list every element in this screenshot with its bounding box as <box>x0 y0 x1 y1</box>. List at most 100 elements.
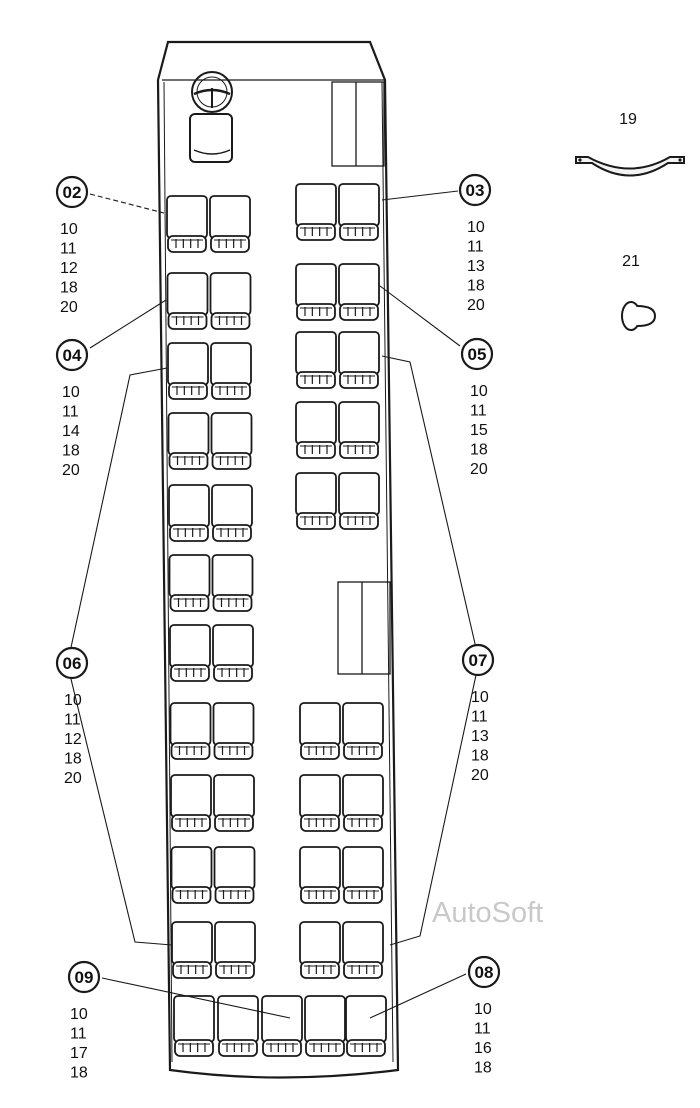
seat <box>170 774 212 832</box>
seat <box>170 846 213 904</box>
callout-circle <box>467 955 501 989</box>
callout-part-number: 11 <box>471 709 488 726</box>
seat <box>338 263 380 321</box>
part-21: 21 <box>621 253 657 331</box>
callout-part-number: 14 <box>62 423 80 440</box>
callout-part-number: 10 <box>474 1001 492 1018</box>
callout-circle <box>460 337 494 371</box>
callout-number: 07 <box>469 651 488 670</box>
callout-part-number: 18 <box>62 443 80 460</box>
callout-circle <box>458 173 492 207</box>
callout-number: 08 <box>475 963 494 982</box>
seat <box>342 921 384 979</box>
seat <box>214 921 256 979</box>
callout-number: 09 <box>75 968 94 987</box>
driver-seat <box>189 113 233 163</box>
seat <box>299 702 341 760</box>
callout-labels: 0210111218200310111318200410111418200510… <box>55 173 501 1082</box>
callout-circle <box>55 646 89 680</box>
callout-circle <box>461 643 495 677</box>
callout-part-number: 18 <box>64 751 82 768</box>
callout-part-number: 20 <box>62 462 80 479</box>
callout-part-number: 18 <box>467 278 485 295</box>
seat <box>213 846 256 904</box>
seat <box>173 995 215 1057</box>
callout-part-number: 10 <box>470 383 488 400</box>
seat <box>169 624 211 682</box>
seat <box>299 846 341 904</box>
front-door <box>331 81 385 167</box>
callout-part-number: 20 <box>470 461 488 478</box>
seat <box>211 484 253 542</box>
callout-number: 05 <box>468 345 487 364</box>
seat <box>295 331 337 389</box>
callout-circle <box>55 338 89 372</box>
callout-circle <box>67 960 101 994</box>
callout-part-number: 10 <box>70 1006 88 1023</box>
strap-bracket-icon <box>575 156 685 177</box>
passenger-seats <box>166 183 387 1057</box>
part-19: 19 <box>575 111 685 177</box>
callout-part-number: 11 <box>64 712 81 729</box>
callout-part-number: 18 <box>471 748 489 765</box>
seat <box>209 195 251 253</box>
seat <box>261 995 303 1057</box>
seat <box>168 484 210 542</box>
callout-circle <box>55 175 89 209</box>
middle-door <box>337 581 391 675</box>
callout-part-number: 13 <box>467 258 485 275</box>
callout-number: 02 <box>63 183 82 202</box>
seat <box>295 263 337 321</box>
callout-part-number: 12 <box>60 260 78 277</box>
seat <box>212 624 254 682</box>
callout-part-number: 20 <box>467 297 485 314</box>
seat <box>295 183 337 241</box>
callout-part-number: 18 <box>60 280 78 297</box>
bus-body <box>156 40 400 1079</box>
callout-number: 03 <box>466 181 485 200</box>
seat <box>299 774 341 832</box>
seat <box>345 995 387 1057</box>
seat <box>338 472 380 530</box>
seat <box>338 401 380 459</box>
seat <box>213 774 255 832</box>
seat <box>167 342 209 400</box>
seat <box>169 702 212 760</box>
callout-part-number: 10 <box>471 689 489 706</box>
callout-number: 06 <box>63 654 82 673</box>
callout-part-number: 20 <box>471 767 489 784</box>
callout-part-number: 18 <box>474 1060 492 1077</box>
leader-lines <box>69 190 477 1019</box>
callout-part-number: 10 <box>64 692 82 709</box>
seat <box>168 554 211 612</box>
seat <box>338 183 380 241</box>
callout-part-number: 11 <box>467 239 484 256</box>
seat <box>342 702 384 760</box>
callout-part-number: 12 <box>64 731 82 748</box>
callout-07: 07 10 11 13 18 20 <box>461 643 495 784</box>
callout-part-number: 10 <box>60 221 78 238</box>
seat <box>342 846 384 904</box>
part-21-label: 21 <box>622 253 640 270</box>
seat <box>166 272 209 330</box>
seat <box>304 995 346 1057</box>
callout-part-number: 11 <box>70 1026 87 1043</box>
callout-part-number: 11 <box>474 1021 491 1038</box>
push-button-cap-icon <box>621 301 657 331</box>
seat <box>210 412 253 470</box>
callout-part-number: 20 <box>60 299 78 316</box>
callout-part-number: 15 <box>470 422 488 439</box>
callout-part-number: 13 <box>471 728 489 745</box>
callout-part-number: 11 <box>470 403 487 420</box>
seat <box>171 921 213 979</box>
seat <box>295 401 337 459</box>
seat <box>209 272 252 330</box>
callout-part-number: 20 <box>64 770 82 787</box>
